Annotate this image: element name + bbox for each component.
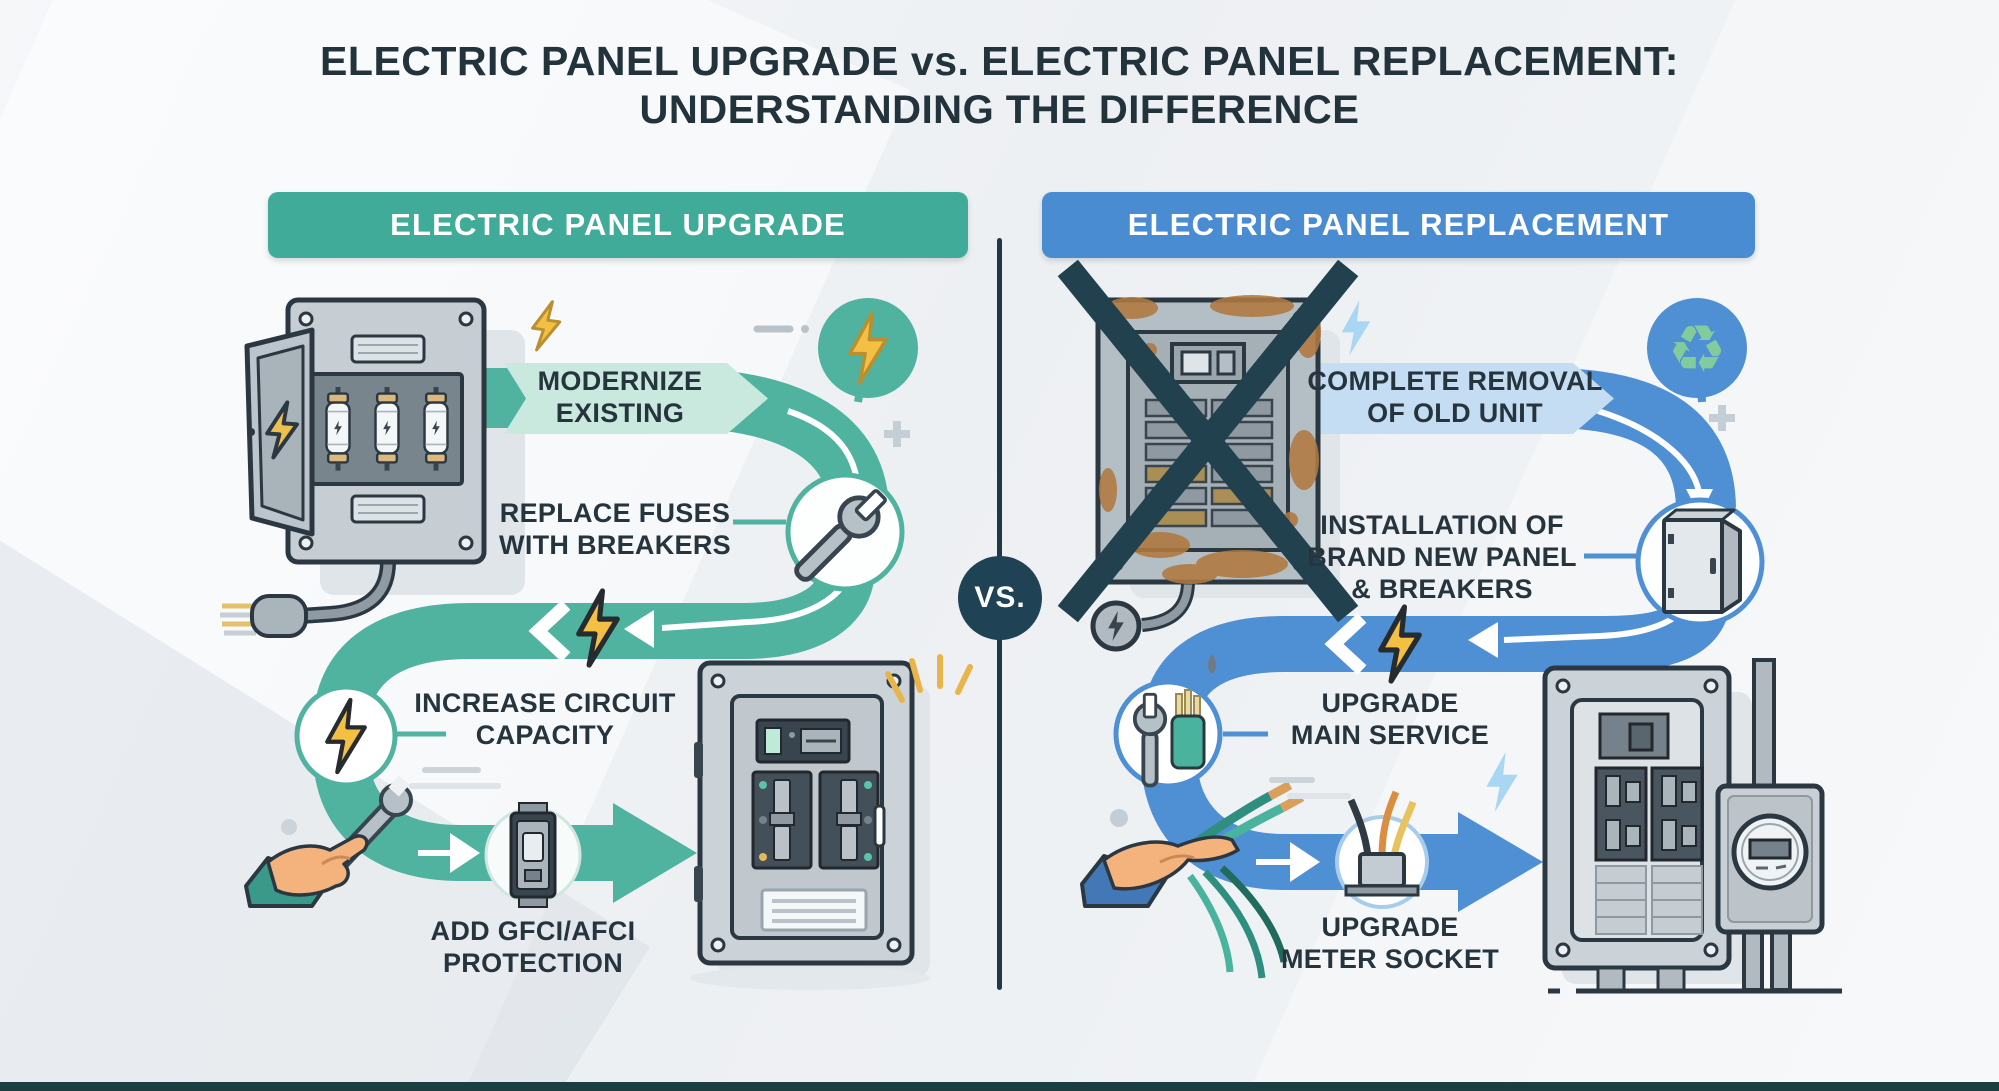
title-line-2: UNDERSTANDING THE DIFFERENCE [639, 88, 1360, 132]
cable-connector [250, 594, 308, 638]
meter-box [1715, 783, 1825, 992]
fuse-icon [425, 387, 448, 471]
hand-with-wrench-illustration [244, 775, 413, 908]
chevron-gap-icon [528, 600, 571, 662]
wrench-wires-icon [1132, 689, 1206, 788]
step-modernize-existing: MODERNIZE EXISTING [537, 366, 703, 428]
vs-badge: VS. [958, 556, 1042, 640]
decorative-marks [281, 325, 1735, 835]
emphasis-rays-icon [885, 654, 973, 703]
recycle-circle: ♻ [1647, 298, 1747, 398]
complete-removal-banner [1313, 363, 1614, 434]
step-upgrade-meter-socket: UPGRADE METER SOCKET [1280, 912, 1500, 974]
wrench-circle [733, 472, 905, 590]
x-mark-icon [1057, 259, 1359, 623]
old-rusty-panel-illustration [1057, 259, 1371, 674]
lightning-bolt-icon [528, 297, 564, 355]
lightning-bolt-icon [1341, 300, 1371, 356]
meter-socket-circle [1335, 790, 1429, 909]
lightning-circle-teal [818, 298, 918, 398]
step-complete-removal: COMPLETE REMOVAL OF OLD UNIT [1307, 366, 1603, 428]
left-section-header: ELECTRIC PANEL UPGRADE [268, 192, 968, 258]
door-handle [873, 804, 886, 848]
modern-breaker-panel-illustration [694, 654, 973, 966]
chevron-gap-icon [1324, 613, 1367, 675]
step-increase-capacity: INCREASE CIRCUIT CAPACITY [414, 688, 676, 750]
new-panel-circle [1584, 497, 1765, 627]
step-replace-fuses: REPLACE FUSES WITH BREAKERS [499, 498, 731, 560]
plus-sparkle-icon [884, 405, 1735, 447]
recycle-icon: ♻ [1667, 311, 1726, 388]
breaker-circle [484, 802, 582, 908]
bottom-accent-bar [0, 1082, 1999, 1091]
left-arrow-icon [624, 610, 654, 648]
fuse-icon [376, 387, 399, 471]
title-line-1: ELECTRIC PANEL UPGRADE vs. ELECTRIC PANE… [320, 38, 1679, 84]
capacity-circle [294, 684, 446, 788]
right-arrow-icon [1290, 842, 1320, 882]
right-arrow-icon [450, 833, 480, 873]
drip-icon [1208, 654, 1216, 674]
open-door [244, 327, 315, 537]
hand [1102, 835, 1240, 891]
right-flow-arrowhead [1458, 812, 1543, 912]
meter-socket-wires-icon [1344, 790, 1420, 897]
lightning-bolt-icon [1486, 752, 1518, 812]
step-add-gfci-afci: ADD GFCI/AFCI PROTECTION [430, 916, 636, 978]
new-panel-with-meter-illustration [1542, 658, 1842, 994]
fuse-icon [327, 387, 350, 471]
left-arrow-icon [1468, 622, 1498, 658]
modernize-existing-banner [504, 363, 768, 434]
left-flow-arrowhead [613, 803, 697, 903]
step-install-new-panel: INSTALLATION OF BRAND NEW PANEL & BREAKE… [1307, 510, 1577, 604]
step-upgrade-main-service: UPGRADE MAIN SERVICE [1290, 688, 1490, 750]
new-panel-cabinet-icon [1662, 508, 1742, 614]
right-section-header: ELECTRIC PANEL REPLACEMENT [1042, 192, 1755, 258]
hand-with-wires-illustration [1080, 752, 1518, 979]
old-fuse-box-illustration [220, 297, 564, 638]
main-service-circle [1113, 679, 1268, 789]
circuit-breaker-icon [509, 802, 557, 908]
conduit [1752, 658, 1776, 794]
hand [266, 834, 369, 897]
